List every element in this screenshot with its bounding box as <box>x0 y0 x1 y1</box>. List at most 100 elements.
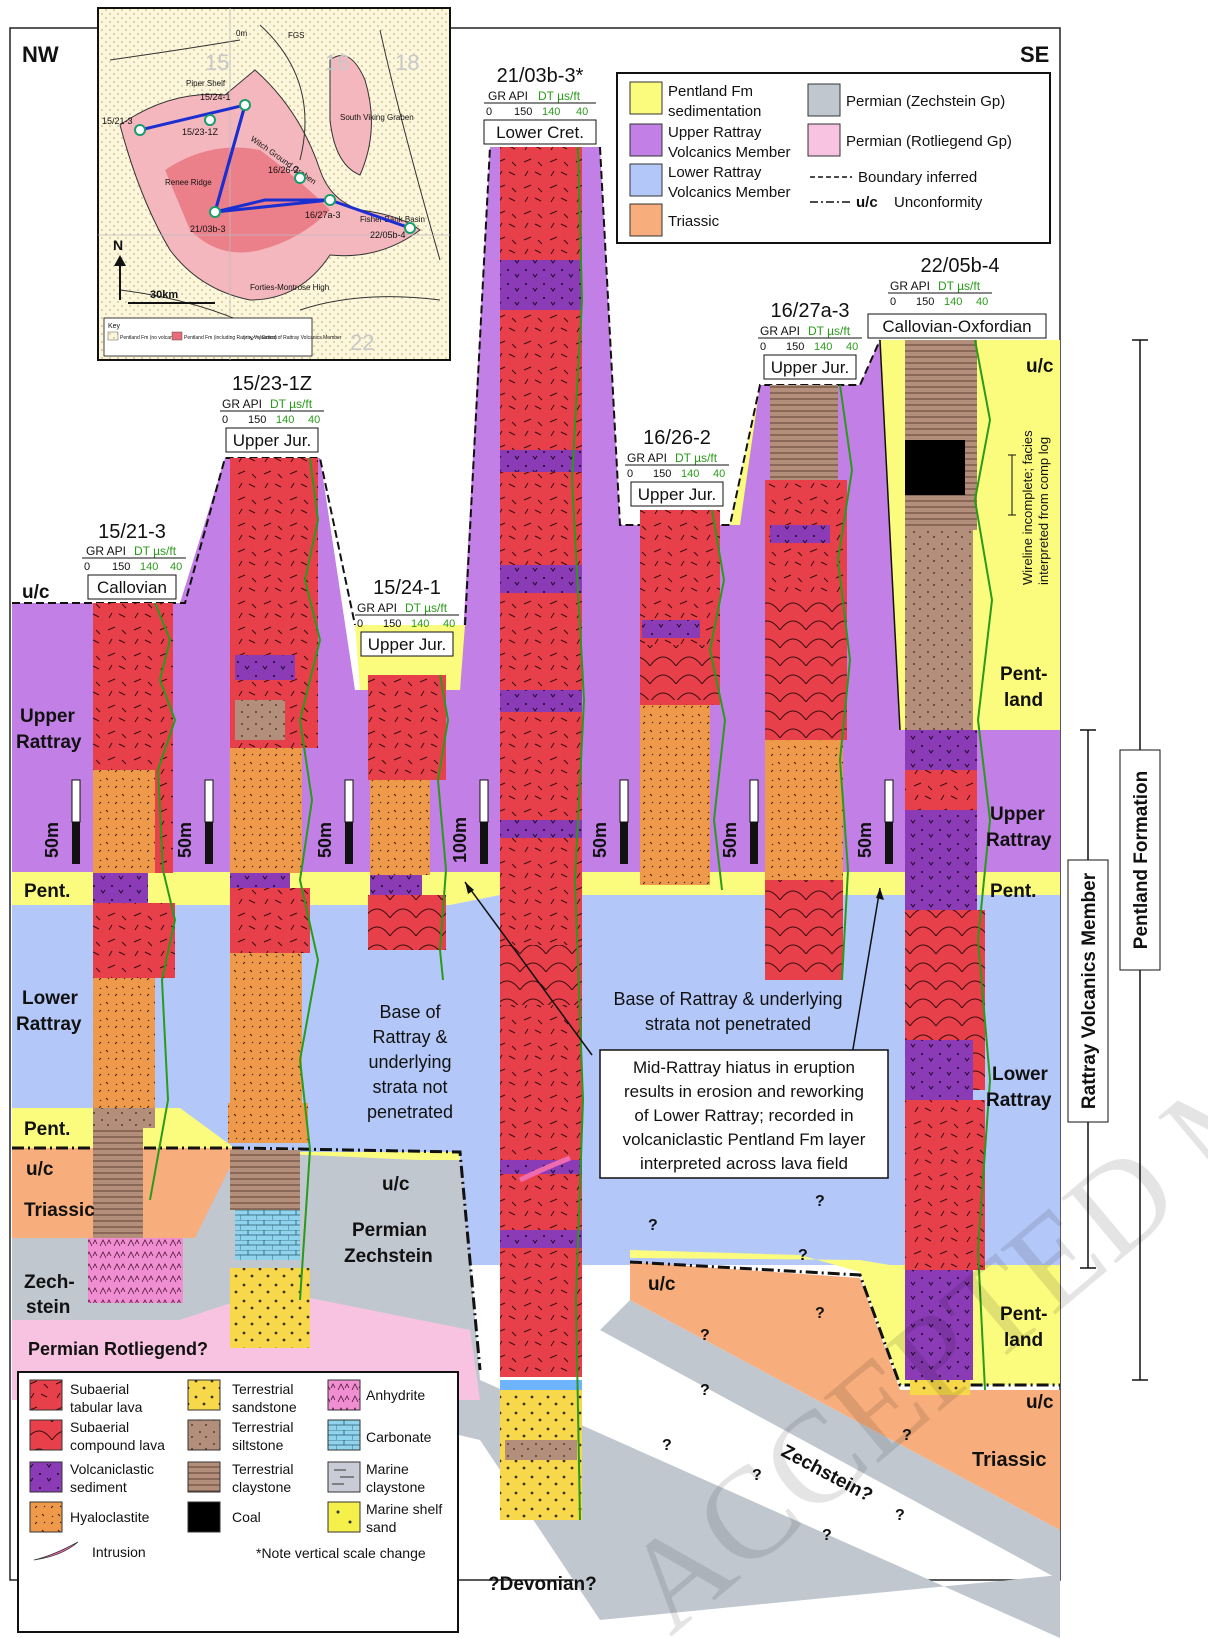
map-label: Renee Ridge <box>165 178 212 187</box>
dt-max: 40 <box>976 296 988 308</box>
pent-label: Pent. <box>24 1119 70 1140</box>
note-line: underlying <box>368 1052 451 1072</box>
well-top-age: Lower Cret. <box>496 123 584 142</box>
map-well-label: 16/27a-3 <box>305 210 341 220</box>
legend-label: Terrestrial <box>232 1419 293 1435</box>
well-top-age: Callovian-Oxfordian <box>882 317 1031 336</box>
legend-label: Intrusion <box>92 1544 146 1560</box>
gr-min: 0 <box>627 468 633 480</box>
well-name: 16/27a-3 <box>771 300 850 322</box>
legend-label: Permian (Rotliegend Gp) <box>846 133 1012 150</box>
well-name: 22/05b-4 <box>921 255 1000 277</box>
volcaniclastic-icon <box>30 1462 62 1492</box>
well-top-age: Upper Jur. <box>771 358 849 377</box>
dt-max: 40 <box>443 618 455 630</box>
well-column-21-03b-3 <box>500 147 584 1520</box>
quad-label: 18 <box>395 50 419 75</box>
legend-label: Subaerial <box>70 1381 129 1397</box>
compound-lava-icon <box>30 1420 62 1450</box>
scale-label: 50m <box>315 822 335 858</box>
gr-max: 150 <box>112 561 130 573</box>
lower-rattray-label-2: Rattray <box>16 1014 82 1035</box>
gr-header: GR API <box>357 601 397 615</box>
legend-label: Terrestrial <box>232 1381 293 1397</box>
legend-label: Marine <box>366 1461 409 1477</box>
devonian-label: ?Devonian? <box>488 1574 597 1595</box>
carbonate-icon <box>328 1420 360 1450</box>
location-map: 15 16 18 22 0m FGS Piper Shelf South Vik… <box>98 8 450 360</box>
legend-label: Upper Rattray <box>668 124 762 141</box>
question-mark: ? <box>815 1193 825 1210</box>
note-base-left: Base of Rattray & underlying strata not … <box>367 1002 453 1122</box>
lower-rattray-label-2: Rattray <box>986 1090 1052 1111</box>
well-top-age: Upper Jur. <box>233 431 311 450</box>
dt-max: 40 <box>576 106 588 118</box>
map-well-label: 16/26-2 <box>268 165 299 175</box>
se-label: SE <box>1020 42 1049 67</box>
map-scale-label: 30km <box>150 289 178 301</box>
scale-label: 50m <box>720 822 740 858</box>
legend-label: sand <box>366 1519 396 1535</box>
unit-legend: Pentland Fm sedimentation Upper Rattray … <box>617 73 1050 243</box>
dt-header: DT µs/ft <box>675 451 718 465</box>
well-name: 21/03b-3* <box>497 65 584 87</box>
legend-label: compound lava <box>70 1437 165 1453</box>
scale-label: 50m <box>175 822 195 858</box>
scale-label: 50m <box>42 822 62 858</box>
gr-min: 0 <box>84 561 90 573</box>
note-line: Rattray & <box>372 1027 447 1047</box>
dt-min: 140 <box>411 618 429 630</box>
question-mark: ? <box>700 1327 710 1344</box>
legend-label: Volcanics Member <box>668 144 791 161</box>
legend-label: Volcanics Member <box>668 184 791 201</box>
gr-header: GR API <box>627 451 667 465</box>
dt-header: DT µs/ft <box>134 544 177 558</box>
gr-min: 0 <box>760 341 766 353</box>
legend-label: Terrestrial <box>232 1461 293 1477</box>
well-name: 15/23-1Z <box>232 373 312 395</box>
legend-label: Marine shelf <box>366 1501 442 1517</box>
map-key-title: Key <box>108 323 121 330</box>
rotliegend-label: Permian Rotliegend? <box>28 1339 208 1359</box>
legend-label: sandstone <box>232 1399 297 1415</box>
wireline-line: Wireline incomplete; facies <box>1020 430 1035 585</box>
lower-rattray-label-1: Lower <box>992 1064 1049 1085</box>
sandstone-icon <box>188 1380 220 1410</box>
marine-claystone-icon <box>328 1462 360 1492</box>
scale-label: 100m <box>450 817 470 863</box>
gr-min: 0 <box>486 106 492 118</box>
upper-rattray-label-1: Upper <box>990 804 1046 825</box>
well-name: 15/21-3 <box>98 521 166 543</box>
hiatus-line: results in erosion and reworking <box>624 1082 864 1101</box>
well-name: 16/26-2 <box>643 427 711 449</box>
pentland-label-1: Pent- <box>1000 664 1048 685</box>
wireline-line: interpreted from comp log <box>1036 437 1051 585</box>
question-mark: ? <box>895 1507 905 1524</box>
dt-max: 40 <box>713 468 725 480</box>
uc-label: u/c <box>1026 356 1054 377</box>
note-line: strata not penetrated <box>645 1014 811 1034</box>
dt-min: 140 <box>814 341 832 353</box>
scale-label: 50m <box>590 822 610 858</box>
marine-sand-icon <box>328 1502 360 1532</box>
scale-note: *Note vertical scale change <box>256 1545 426 1561</box>
dt-max: 40 <box>846 341 858 353</box>
legend-label: Volcaniclastic <box>70 1461 154 1477</box>
lower-rattray-label-1: Lower <box>22 988 79 1009</box>
quad-label: 22 <box>350 330 374 355</box>
quad-label: 15 <box>205 50 229 75</box>
hyaloclastite-icon <box>30 1502 62 1532</box>
well-column-15-23-1z <box>228 458 320 1348</box>
map-label: FGS <box>288 31 304 40</box>
gr-header: GR API <box>488 89 528 103</box>
legend-label: Carbonate <box>366 1429 432 1445</box>
question-mark: ? <box>648 1217 658 1234</box>
gr-min: 0 <box>357 618 363 630</box>
hiatus-line: Mid-Rattray hiatus in eruption <box>633 1058 855 1077</box>
dt-header: DT µs/ft <box>538 89 581 103</box>
legend-label: Permian (Zechstein Gp) <box>846 93 1005 110</box>
legend-label: siltstone <box>232 1437 284 1453</box>
hiatus-line: interpreted across lava field <box>640 1154 848 1173</box>
rattray-volcanics-label: Rattray Volcanics Member <box>1079 872 1100 1109</box>
